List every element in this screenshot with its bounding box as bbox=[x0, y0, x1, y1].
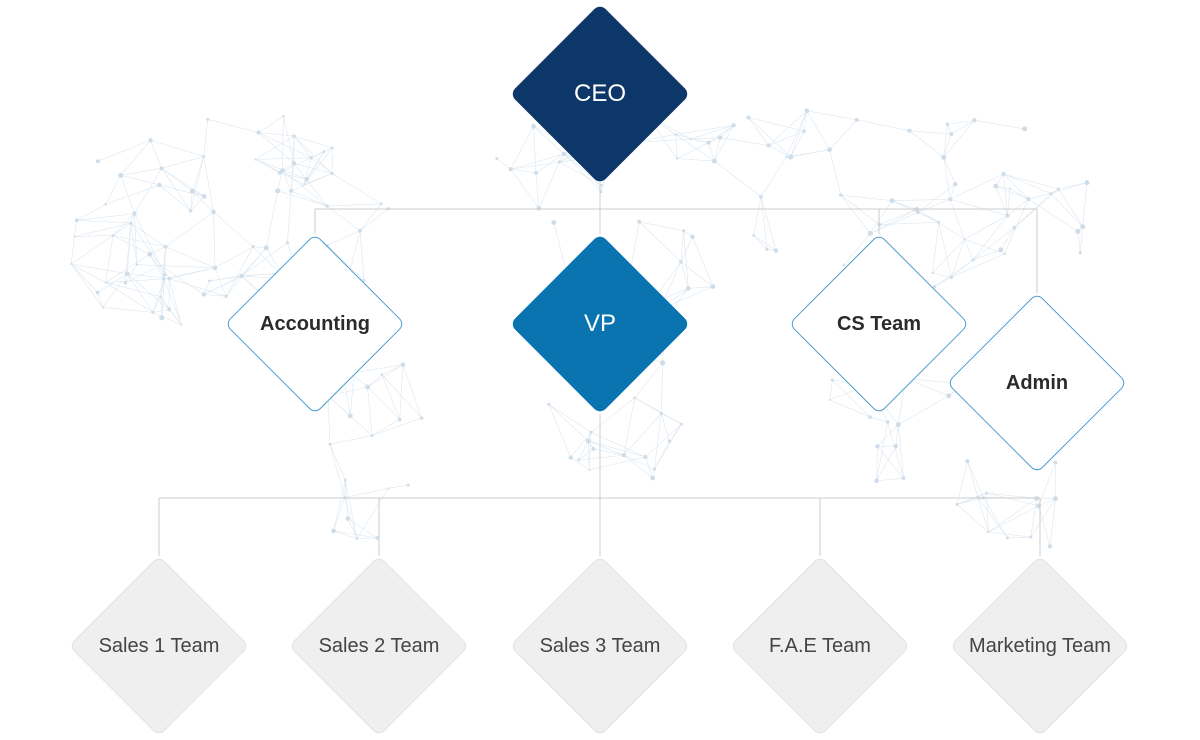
accounting-node: Accounting bbox=[224, 233, 406, 415]
sales-1-team-label: Sales 1 Team bbox=[98, 634, 220, 657]
cs-team-label: CS Team bbox=[836, 312, 922, 335]
cs-team-node: CS Team bbox=[788, 233, 970, 415]
admin-node: Admin bbox=[946, 292, 1128, 474]
marketing-team-node: Marketing Team bbox=[949, 555, 1131, 737]
vp-node: VP bbox=[509, 233, 691, 415]
fae-team-node: F.A.E Team bbox=[729, 555, 911, 737]
marketing-team-label: Marketing Team bbox=[969, 634, 1111, 657]
accounting-label: Accounting bbox=[260, 312, 370, 335]
sales-1-team-node: Sales 1 Team bbox=[68, 555, 250, 737]
admin-label: Admin bbox=[1005, 371, 1069, 394]
vp-label: VP bbox=[583, 310, 616, 337]
fae-team-label: F.A.E Team bbox=[769, 634, 871, 657]
sales-3-team-node: Sales 3 Team bbox=[509, 555, 691, 737]
sales-2-team-label: Sales 2 Team bbox=[318, 634, 440, 657]
sales-3-team-label: Sales 3 Team bbox=[539, 634, 661, 657]
ceo-label: CEO bbox=[573, 80, 626, 107]
ceo-node: CEO bbox=[509, 3, 691, 185]
sales-2-team-node: Sales 2 Team bbox=[288, 555, 470, 737]
